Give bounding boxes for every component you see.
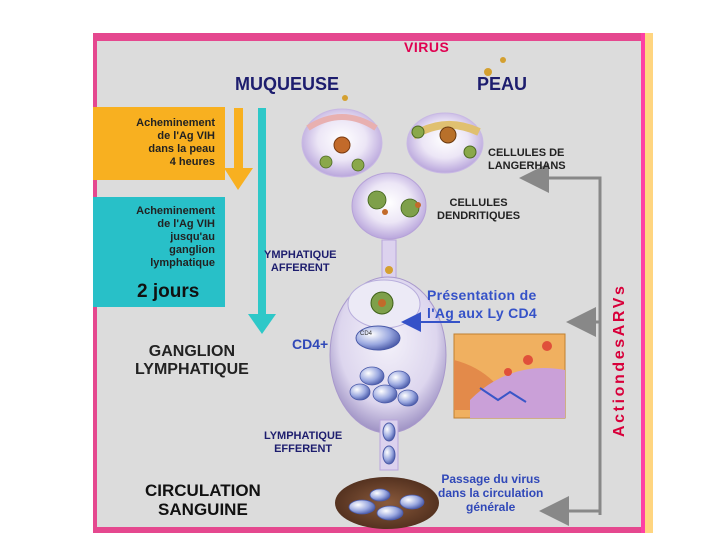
node-transport-box: Acheminement de l'Ag VIH jusqu'au gangli… [93,197,225,307]
presentation-inset [453,333,566,419]
skin-label: PEAU [477,74,528,94]
skin-tissue [406,112,484,174]
presentation-label: Présentation de l'Ag aux Ly CD4 [427,287,537,321]
efferent-lymph-label: LYMPHATIQUE EFFERENT [264,430,343,455]
afferent-lymph-label: YMPHATIQUE AFFERENT [264,249,337,274]
arv-feedback-arrows [519,163,602,526]
teal-time-arrow [248,108,276,334]
node-transport-text: Acheminement de l'Ag VIH jusqu'au gangli… [136,205,215,269]
blood-vessel [335,477,439,529]
lymph-node-label: GANGLION LYMPHATIQUE [135,343,249,378]
cd4-cell-label: CD4 [360,331,373,337]
orange-time-arrow [224,108,253,190]
mucosa-label: MUQUEUSE [235,74,340,94]
skin-transport-box: Acheminement de l'Ag VIH dans la peau 4 … [93,107,225,180]
arv-action-label: ActiondesARVs [611,283,631,437]
virus-passage-label: Passage du virus dans la circulation gén… [438,472,544,514]
frame-border-top [93,33,653,41]
mucosa-tissue [301,108,383,178]
efferent-channel [379,419,399,471]
virus-title: VIRUS [404,39,450,55]
langerhans-label: CELLULES DE LANGERHANS [488,147,566,172]
dendritic-label: CELLULES DENDRITIQUES [437,197,521,222]
frame-border-bottom [93,527,653,533]
dendritic-zone [351,172,427,240]
skin-transport-text: Acheminement de l'Ag VIH dans la peau 4 … [136,117,215,168]
frame-border-right-pink [641,33,645,533]
blood-circulation-label: CIRCULATION SANGUINE [145,481,261,519]
node-duration: 2 jours [137,281,200,302]
frame-border-right-yellow [645,33,653,533]
virus-particles [342,57,506,101]
cd4-plus-label: CD4+ [292,336,329,352]
